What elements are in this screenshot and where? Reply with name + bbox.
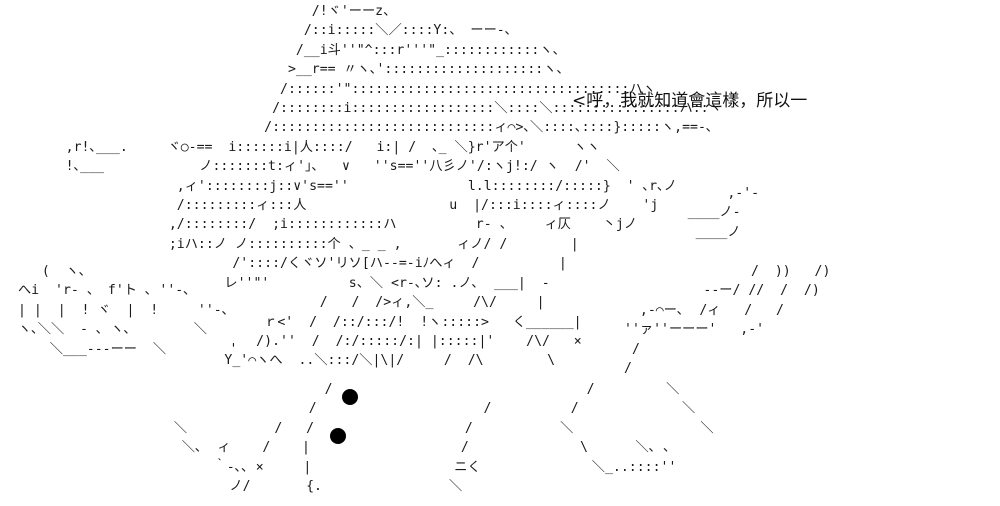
ascii-art-line: / )) /) bbox=[624, 264, 831, 279]
ascii-art-line: / / / ＼ bbox=[150, 401, 696, 417]
speech-caption: <呼，我就知道會這樣，所以一 bbox=[572, 91, 808, 111]
ascii-art-line: / / />ィ,＼_ /\/ | bbox=[18, 295, 545, 311]
ascii-art-line: /).'' / /:/:::::/:| |:::::|' /\/ × bbox=[18, 333, 582, 349]
ascii-art-line: ,r!､___. ヾ○-== i::::::i|人::::/ i:| / ､_ … bbox=[18, 139, 600, 155]
ascii-art-line: Y_'⌒ヽへ ..＼:::/＼|\|/ / /\ \ bbox=[18, 353, 556, 369]
ascii-art-line: レ''"' s、＼ <r-､ソ: .ノ､ ___| - bbox=[18, 275, 550, 291]
ascii-art-line: /::::::::i::::::::::::::::::＼::::＼::::::… bbox=[18, 101, 722, 117]
ascii-art-line: ,ィ'::::::::j::∨'s=='' l.l::::::::/:::::}… bbox=[18, 178, 677, 194]
ascii-art-line: ,/::::::::/ ;i::::::::::::ハ r- 、 ィ仄 丶jノ bbox=[18, 217, 638, 233]
ascii-art-line: ,-⌒ー､ /ィ / / bbox=[624, 302, 785, 318]
ascii-art-line: ( ヽ､ bbox=[18, 264, 86, 279]
ascii-art-line: / bbox=[624, 361, 632, 377]
ascii-art-line: /::i:::::＼／::::Y:、 ーー-､ bbox=[18, 23, 512, 39]
ascii-art-line: /'::::/くヾソ'リソ[ハ--=-iﾉへィ / | bbox=[18, 256, 567, 272]
ascii-art-line: へi 'r- 、 f'ト ､ ''-､ bbox=[18, 283, 190, 299]
ascii-art-line: ＼___---ーー ＼ ' bbox=[18, 341, 238, 357]
ascii-art-line: / bbox=[624, 341, 640, 357]
ascii-art-line: ,-'- bbox=[640, 186, 760, 201]
ascii-art-line: /__i斗''"^:::r'''"_::::::::::::ヽ、 bbox=[18, 42, 566, 58]
ascii-art-line: ｀-､､ × | ニく ＼_..::::'' bbox=[150, 459, 677, 475]
ascii-art-line: /::::::'":::::::::::::::::::::::::::::::… bbox=[18, 81, 656, 97]
ascii-art-line: ｒ<' / /::/:::/! !ヽ:::::> く______| bbox=[18, 314, 582, 330]
ascii-art-lower-body: / / ＼ / / / ＼ ＼ / / / ＼ ＼ ＼､ ィ / bbox=[150, 380, 714, 496]
button-dot-lower bbox=[330, 428, 346, 444]
ascii-art-line: /!ヾ'ーーz、 bbox=[18, 4, 397, 19]
ascii-art-line: ____ノ- bbox=[640, 205, 741, 221]
ascii-art-figure: /!ヾ'ーーz、 /::i:::::＼／::::Y:、 ーー-､ /__i斗''… bbox=[18, 2, 722, 371]
ascii-art-line: --ー/ // / /) bbox=[624, 283, 820, 299]
ascii-art-line: ＼､ ィ / | / \ ＼､ ､ bbox=[150, 440, 670, 456]
ascii-art-line: | | | ! ヾ | ! ''-､ bbox=[18, 302, 229, 318]
ascii-art-line: ノ/ {. ＼ bbox=[150, 479, 463, 495]
ascii-art-line: ;iハ::ノ ノ::::::::::个 、_ _ , ィノ/ / | bbox=[18, 236, 579, 252]
ascii-art-line: ____ノ bbox=[640, 224, 741, 240]
ascii-art-line: ''ァ''ーーー' ,-' bbox=[624, 322, 765, 338]
ascii-art-line: >__r== 〃ヽ､'::::::::::::::::::::ヽ、 bbox=[18, 62, 570, 78]
button-dot-upper bbox=[342, 389, 358, 405]
ascii-art-line: ヽ､＼＼ - ､ ヽ､ ＼ bbox=[18, 322, 207, 338]
ascii-art-right-hand: / )) /) --ー/ // / /) ,-⌒ー､ /ィ / / ''ァ''ー… bbox=[624, 262, 830, 378]
ascii-art-line: ＼ / / / ＼ ＼ bbox=[150, 420, 714, 436]
ascii-art-right-marks: ,-'- ____ノ- ____ノ bbox=[640, 184, 759, 242]
ascii-art-line: !､___ ノ:::::::t:ィ'｣､ ∨ ''s==''八彡ノ'/:ヽj!:… bbox=[18, 159, 620, 175]
ascii-art-line: /:::::::::ィ:::人 u |/:::i::::ィ::::ノ 'j bbox=[18, 198, 659, 214]
ascii-art-line: /::::::::::::::::::::::::::::ィ⌒>､＼::::､:… bbox=[18, 120, 713, 136]
ascii-art-left-hand: ( ヽ､ へi 'r- 、 f'ト ､ ''-､ | | | ! ヾ | ! '… bbox=[18, 262, 237, 359]
ascii-art-line: / / ＼ bbox=[150, 382, 680, 397]
